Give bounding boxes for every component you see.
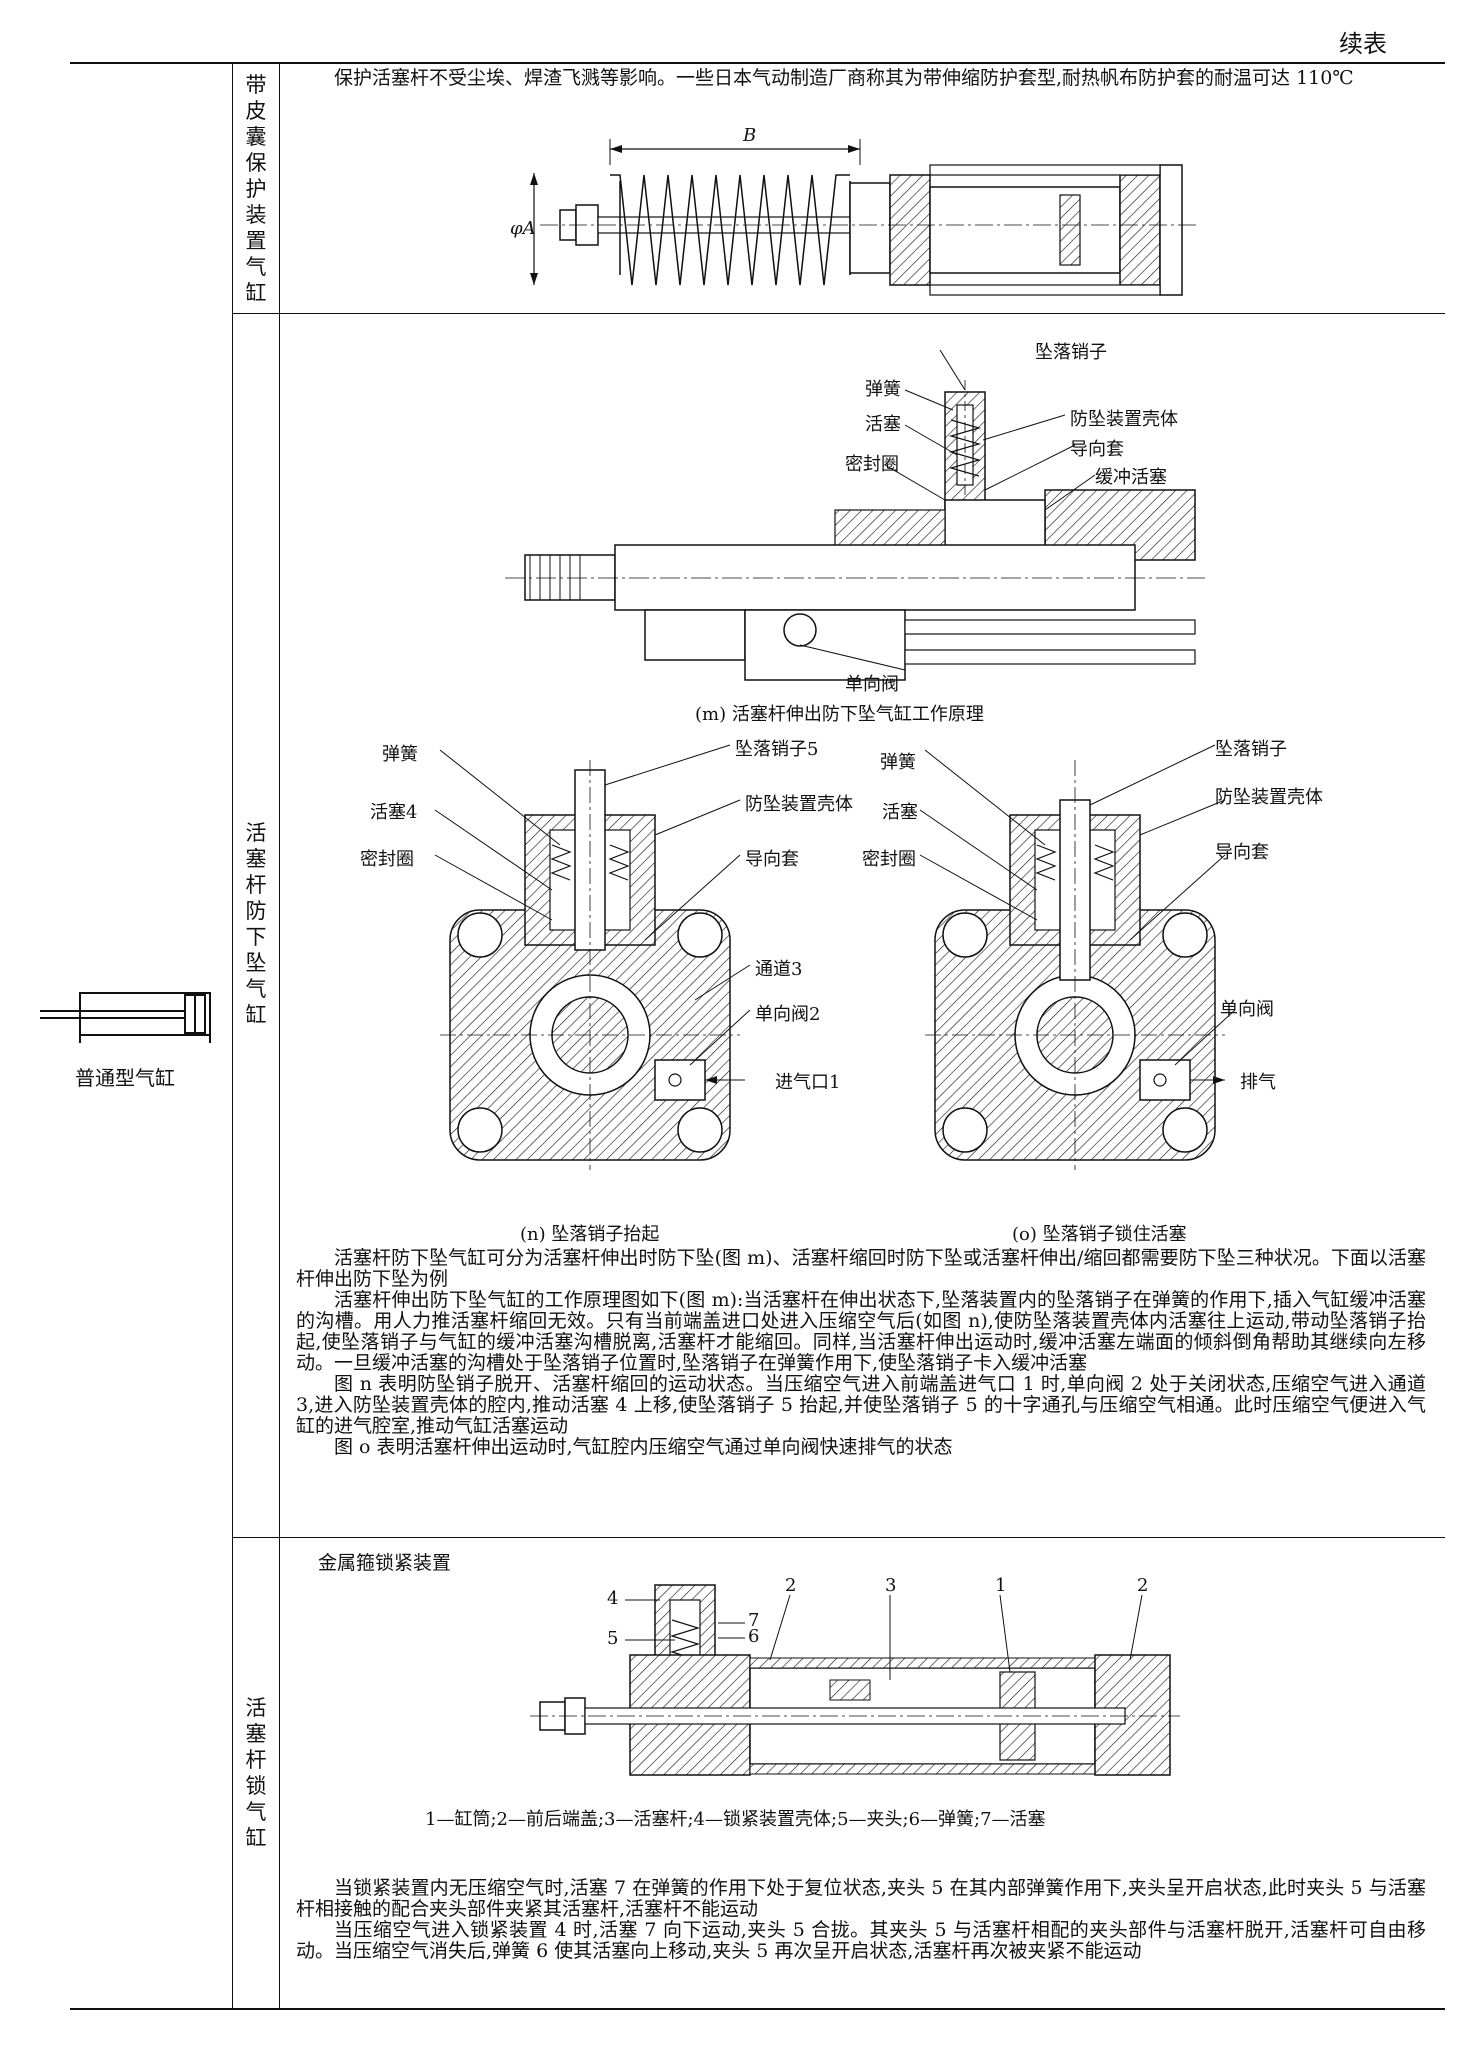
fig-m-label-pin: 坠落销子 <box>1035 342 1107 363</box>
fig-o-label-seal: 密封圈 <box>862 849 916 870</box>
lock-label-5: 5 <box>607 1628 619 1649</box>
column-divider-2 <box>279 63 280 2008</box>
fig-n-label-guide: 导向套 <box>745 849 799 870</box>
dim-b-label: B <box>743 125 757 146</box>
fig-m-label-cushion: 缓冲活塞 <box>1095 467 1167 488</box>
normal-cylinder-label: 普通型气缸 <box>75 1066 175 1090</box>
table-top-rule <box>70 62 1445 64</box>
lock-label-2-front: 2 <box>785 1575 797 1596</box>
row-title-anti-drop-cylinder: 活塞杆防下坠气缸 <box>245 821 267 1027</box>
row-title-rod-lock-cylinder: 活塞杆锁气缸 <box>245 1696 267 1850</box>
fig-o-caption: (o) 坠落销子锁住活塞 <box>1012 1224 1187 1245</box>
normal-cylinder-symbol <box>40 992 211 1043</box>
fig-n-label-seal: 密封圈 <box>360 849 414 870</box>
lock-label-1: 1 <box>995 1575 1007 1596</box>
lock-label-6: 6 <box>748 1626 760 1647</box>
fig-n-label-channel3: 通道3 <box>755 959 803 980</box>
lock-label-7: 7 <box>748 1610 760 1631</box>
fig-m-label-seal: 密封圈 <box>845 454 899 475</box>
fig-n-label-spring: 弹簧 <box>382 744 418 765</box>
figure-o-drawing <box>919 744 1236 1170</box>
row-title-bellows-cylinder: 带皮囊保护装置气缸 <box>245 73 267 305</box>
fig-m-caption: (m) 活塞杆伸出防下坠气缸工作原理 <box>695 704 984 725</box>
fig-n-label-check2: 单向阀2 <box>755 1004 821 1025</box>
rod-lock-figure <box>530 1584 1180 1776</box>
table-bottom-rule <box>70 2008 1445 2010</box>
row-divider-1 <box>232 313 1445 314</box>
fig-n-label-inlet1: 进气口1 <box>775 1072 841 1093</box>
continuation-label: 续表 <box>1339 30 1387 58</box>
lock-subtitle: 金属箍锁紧装置 <box>318 1552 452 1574</box>
fig-n-label-piston4: 活塞4 <box>370 802 418 823</box>
bellows-description: 保护活塞杆不受尘埃、焊渣飞溅等影响。一些日本气动制造厂商称其为带伸缩防护套型,耐… <box>334 67 1354 89</box>
row-divider-2 <box>232 1537 1445 1538</box>
fig-o-label-pin: 坠落销子 <box>1215 739 1287 760</box>
fig-o-label-exhaust: 排气 <box>1240 1072 1276 1093</box>
fig-m-label-check-valve: 单向阀 <box>845 674 899 695</box>
fig-m-label-guide: 导向套 <box>1070 439 1124 460</box>
fig-n-caption: (n) 坠落销子抬起 <box>520 1224 660 1245</box>
column-divider-1 <box>232 63 233 2008</box>
fig-n-label-pin5: 坠落销子5 <box>735 739 819 760</box>
fig-o-label-spring: 弹簧 <box>880 752 916 773</box>
fig-m-label-spring: 弹簧 <box>865 379 901 400</box>
fig-n-label-housing: 防坠装置壳体 <box>745 794 853 815</box>
fig-o-label-guide: 导向套 <box>1215 842 1269 863</box>
fig-o-label-check: 单向阀 <box>1220 999 1274 1020</box>
figure-m-drawing <box>505 349 1205 681</box>
bellows-cylinder-figure <box>530 139 1200 296</box>
figure-n-drawing <box>434 744 751 1170</box>
lock-label-4: 4 <box>607 1588 619 1609</box>
anti-drop-description: 活塞杆防下坠气缸可分为活塞杆伸出时防下坠(图 m)、活塞杆缩回时防下坠或活塞杆伸… <box>296 1247 1426 1458</box>
fig-m-label-piston: 活塞 <box>865 414 901 435</box>
fig-o-label-piston: 活塞 <box>882 802 918 823</box>
dim-a-label: φA <box>510 218 536 239</box>
fig-m-label-housing: 防坠装置壳体 <box>1070 409 1178 430</box>
lock-legend: 1—缸筒;2—前后端盖;3—活塞杆;4—锁紧装置壳体;5—夹头;6—弹簧;7—活… <box>425 1809 1046 1830</box>
fig-o-label-housing: 防坠装置壳体 <box>1215 787 1323 808</box>
lock-label-2-rear: 2 <box>1137 1575 1149 1596</box>
lock-label-3: 3 <box>885 1575 897 1596</box>
rod-lock-description: 当锁紧装置内无压缩空气时,活塞 7 在弹簧的作用下处于复位状态,夹头 5 在其内… <box>296 1877 1426 1962</box>
